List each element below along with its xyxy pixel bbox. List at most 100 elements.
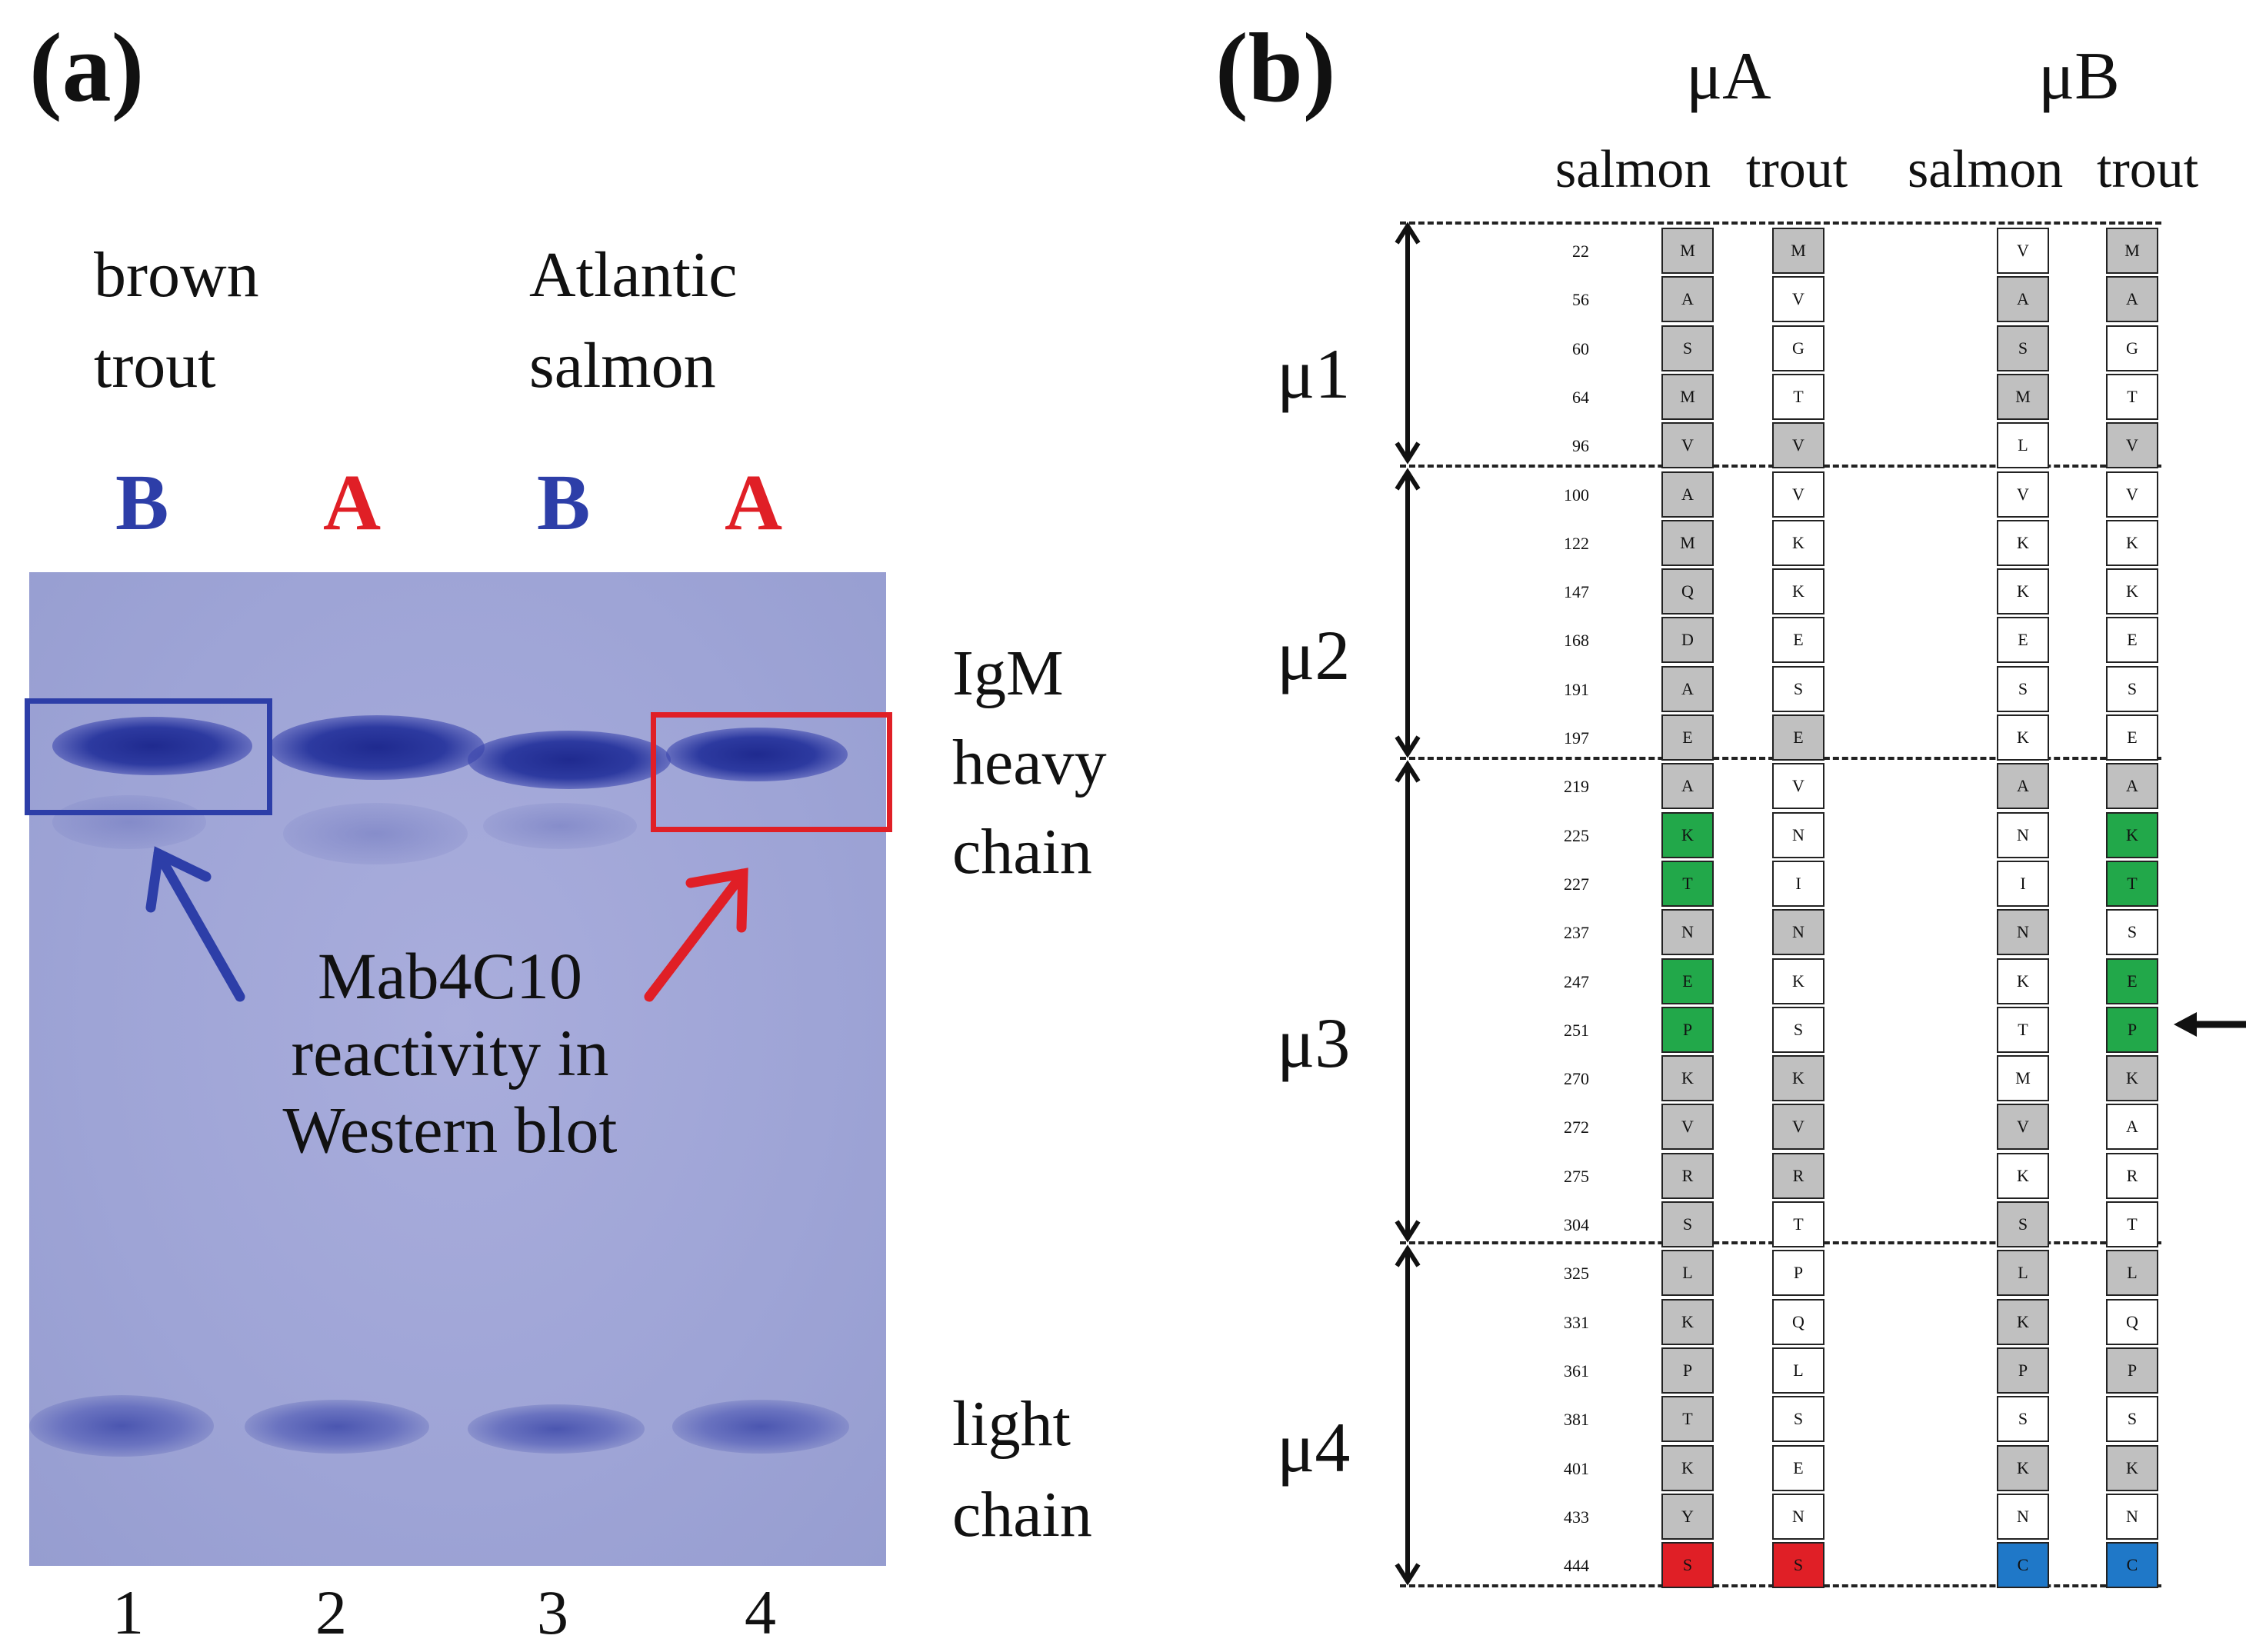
domain-arrows	[1395, 221, 1421, 1586]
residue-cell-mu-b-trout-191: S	[2106, 665, 2158, 712]
lane-number-2: 2	[315, 1577, 347, 1647]
mu3-range-arrow	[1395, 760, 1421, 1243]
residue-cell-mu-b-salmon-433: N	[1997, 1493, 2049, 1540]
residue-cell-mu-b-trout-227: T	[2106, 860, 2158, 907]
residue-cell-mu-b-salmon-56: A	[1997, 276, 2049, 323]
position-number-381: 381	[1564, 1410, 1589, 1430]
residue-cell-mu-b-salmon-225: N	[1997, 811, 2049, 858]
residue-cell-mu-b-trout-96: V	[2106, 422, 2158, 469]
smear-lane-3	[483, 803, 637, 849]
annotation-line-2: reactivity in	[291, 1015, 609, 1090]
residue-cell-mu-b-trout-401: K	[2106, 1444, 2158, 1491]
position-number-401: 401	[1564, 1458, 1589, 1478]
residue-cell-mu-a-trout-304: T	[1772, 1201, 1824, 1247]
gel-image	[29, 572, 886, 1566]
residue-cell-mu-a-trout-361: L	[1772, 1347, 1824, 1394]
residue-cell-mu-a-salmon-64: M	[1661, 373, 1714, 420]
position-number-56: 56	[1572, 290, 1589, 310]
residue-cell-mu-a-salmon-247: E	[1661, 958, 1714, 1004]
residue-cell-mu-b-trout-237: S	[2106, 909, 2158, 956]
residue-cell-mu-a-salmon-197: E	[1661, 714, 1714, 761]
residue-cell-mu-b-salmon-270: M	[1997, 1055, 2049, 1102]
residue-cell-mu-b-salmon-147: K	[1997, 568, 2049, 615]
residue-cell-mu-a-trout-227: I	[1772, 860, 1824, 907]
residue-cell-mu-b-salmon-325: L	[1997, 1250, 2049, 1297]
residue-cell-mu-a-trout-197: E	[1772, 714, 1824, 761]
residue-cell-mu-a-trout-270: K	[1772, 1055, 1824, 1102]
residue-cell-mu-b-salmon-444: C	[1997, 1542, 2049, 1589]
label-chain-heavy: chain	[952, 816, 1092, 888]
lane-letter-2: A	[323, 458, 382, 547]
smear-lane-1	[52, 795, 206, 849]
residue-cell-mu-b-trout-272: A	[2106, 1104, 2158, 1151]
residue-cell-mu-b-salmon-64: M	[1997, 373, 2049, 420]
residue-cell-mu-a-trout-325: P	[1772, 1250, 1824, 1297]
residue-cell-mu-a-trout-56: V	[1772, 276, 1824, 323]
label-igm: IgM	[952, 638, 1064, 709]
lane-number-4: 4	[745, 1577, 776, 1647]
residue-cell-mu-a-salmon-381: T	[1661, 1396, 1714, 1443]
species-label-brown-trout-line1: brown	[94, 239, 259, 311]
panel-a-label: (a)	[29, 13, 145, 122]
residue-cell-mu-a-trout-60: G	[1772, 325, 1824, 371]
residue-cell-mu-a-salmon-275: R	[1661, 1152, 1714, 1199]
residue-cell-mu-a-salmon-433: Y	[1661, 1493, 1714, 1540]
label-chain-light: chain	[952, 1479, 1092, 1550]
residue-cell-mu-b-trout-197: E	[2106, 714, 2158, 761]
residue-cell-mu-a-salmon-168: D	[1661, 617, 1714, 664]
residue-cell-mu-b-salmon-251: T	[1997, 1006, 2049, 1053]
residue-cell-mu-b-trout-219: A	[2106, 763, 2158, 810]
residue-cell-mu-b-trout-304: T	[2106, 1201, 2158, 1247]
residue-cell-mu-a-trout-251: S	[1772, 1006, 1824, 1053]
residue-cell-mu-b-salmon-272: V	[1997, 1104, 2049, 1151]
residue-cell-mu-b-salmon-219: A	[1997, 763, 2049, 810]
residue-cell-mu-b-trout-60: G	[2106, 325, 2158, 371]
lane-letter-1: B	[115, 458, 169, 547]
label-light: light	[952, 1388, 1071, 1460]
residue-cell-mu-a-salmon-227: T	[1661, 860, 1714, 907]
position-251-pointer-arrow	[2174, 1012, 2246, 1037]
residue-cell-mu-a-salmon-361: P	[1661, 1347, 1714, 1394]
residue-cell-mu-a-salmon-325: L	[1661, 1250, 1714, 1297]
position-number-22: 22	[1572, 241, 1589, 261]
group-header-mu-a: μA	[1686, 39, 1771, 114]
residue-cell-mu-a-salmon-147: Q	[1661, 568, 1714, 615]
position-number-275: 275	[1564, 1166, 1589, 1186]
residue-cell-mu-b-salmon-197: K	[1997, 714, 2049, 761]
residue-cell-mu-a-salmon-225: K	[1661, 811, 1714, 858]
residue-cell-mu-b-salmon-191: S	[1997, 665, 2049, 712]
residue-cell-mu-a-trout-191: S	[1772, 665, 1824, 712]
residue-cell-mu-a-trout-147: K	[1772, 568, 1824, 615]
position-number-60: 60	[1572, 338, 1589, 358]
residue-cell-mu-b-trout-122: K	[2106, 519, 2158, 566]
residue-cell-mu-b-trout-247: E	[2106, 958, 2158, 1004]
position-number-237: 237	[1564, 923, 1589, 943]
residue-cell-mu-b-trout-64: T	[2106, 373, 2158, 420]
residue-cell-mu-a-trout-100: V	[1772, 471, 1824, 518]
residue-cell-mu-b-trout-251: P	[2106, 1006, 2158, 1053]
annotation-arrows	[145, 846, 748, 1002]
column-header-mu-a-trout: trout	[1746, 140, 1848, 199]
residue-cell-mu-b-trout-444: C	[2106, 1542, 2158, 1589]
residue-cell-mu-a-trout-433: N	[1772, 1493, 1824, 1540]
heavy-band-lane-1	[52, 717, 252, 775]
position-number-100: 100	[1564, 485, 1589, 505]
residue-cell-mu-a-trout-247: K	[1772, 958, 1824, 1004]
residue-cell-mu-b-salmon-227: I	[1997, 860, 2049, 907]
residue-cell-mu-b-trout-270: K	[2106, 1055, 2158, 1102]
species-label-atlantic-salmon-line1: Atlantic	[529, 239, 738, 311]
residue-cell-mu-b-salmon-168: E	[1997, 617, 2049, 664]
column-header-mu-a-salmon: salmon	[1555, 140, 1711, 199]
heavy-band-lane-4	[666, 728, 848, 781]
residue-cell-mu-b-trout-147: K	[2106, 568, 2158, 615]
position-number-272: 272	[1564, 1117, 1589, 1137]
residue-cell-mu-b-salmon-331: K	[1997, 1298, 2049, 1345]
light-band-lane-2	[245, 1400, 429, 1454]
mu1-range-arrow	[1395, 221, 1421, 465]
light-band-lane-4	[672, 1400, 849, 1454]
residue-cell-mu-b-salmon-401: K	[1997, 1444, 2049, 1491]
residue-cell-mu-b-trout-100: V	[2106, 471, 2158, 518]
residue-cell-mu-a-salmon-251: P	[1661, 1006, 1714, 1053]
residue-cell-mu-a-salmon-331: K	[1661, 1298, 1714, 1345]
residue-cell-mu-a-salmon-96: V	[1661, 422, 1714, 469]
